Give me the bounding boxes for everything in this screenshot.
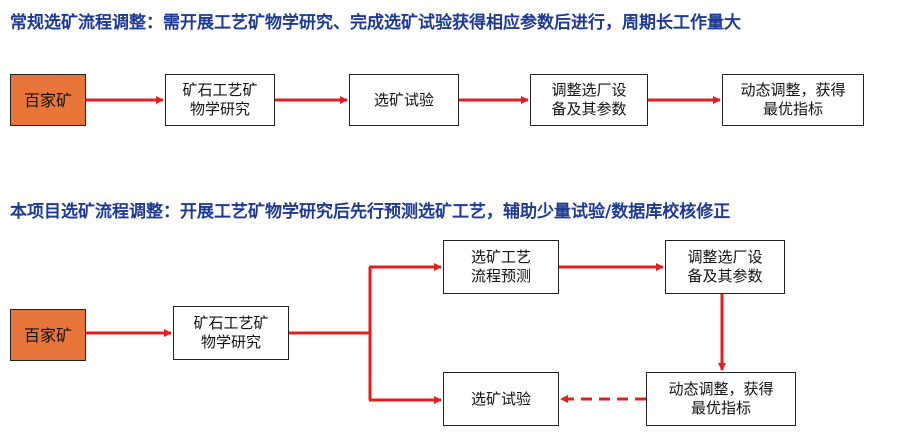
s2-branch-line	[289, 267, 372, 400]
s2-ore-label: 百家矿	[23, 325, 72, 345]
s2-adjust-label: 调整选厂设 备及其参数	[687, 248, 763, 285]
s2-predict-label: 选矿工艺 流程预测	[470, 248, 531, 285]
s1-test-label: 选矿试验	[373, 90, 434, 109]
section2-heading: 本项目选矿流程调整：开展工艺矿物学研究后先行预测选矿工艺，辅助少量试验/数据库校…	[10, 202, 731, 222]
s2-test-label: 选矿试验	[470, 389, 531, 408]
s2-mineralogy-box: 矿石工艺矿 物学研究	[173, 306, 289, 360]
s2-test-box: 选矿试验	[443, 372, 559, 426]
s2-predict-box: 选矿工艺 流程预测	[443, 240, 559, 294]
s1-dynamic-label: 动态调整，获得 最优指标	[740, 81, 846, 118]
s2-dynamic-label: 动态调整，获得 最优指标	[668, 380, 774, 417]
s1-ore-box: 百家矿	[10, 74, 86, 126]
s1-adjust-box: 调整选厂设 备及其参数	[530, 74, 648, 126]
s2-dynamic-box: 动态调整，获得 最优指标	[646, 372, 796, 426]
s1-adjust-label: 调整选厂设 备及其参数	[551, 81, 627, 118]
s1-mineralogy-label: 矿石工艺矿 物学研究	[182, 81, 258, 118]
s1-test-box: 选矿试验	[349, 74, 459, 126]
s1-ore-label: 百家矿	[23, 90, 72, 110]
s2-adjust-box: 调整选厂设 备及其参数	[665, 240, 785, 294]
s2-mineralogy-label: 矿石工艺矿 物学研究	[193, 314, 269, 351]
section1-heading: 常规选矿流程调整：需开展工艺矿物学研究、完成选矿试验获得相应参数后进行，周期长工…	[10, 13, 741, 33]
s1-mineralogy-box: 矿石工艺矿 物学研究	[165, 74, 275, 126]
s1-dynamic-box: 动态调整，获得 最优指标	[722, 74, 864, 126]
s2-ore-box: 百家矿	[10, 309, 86, 361]
